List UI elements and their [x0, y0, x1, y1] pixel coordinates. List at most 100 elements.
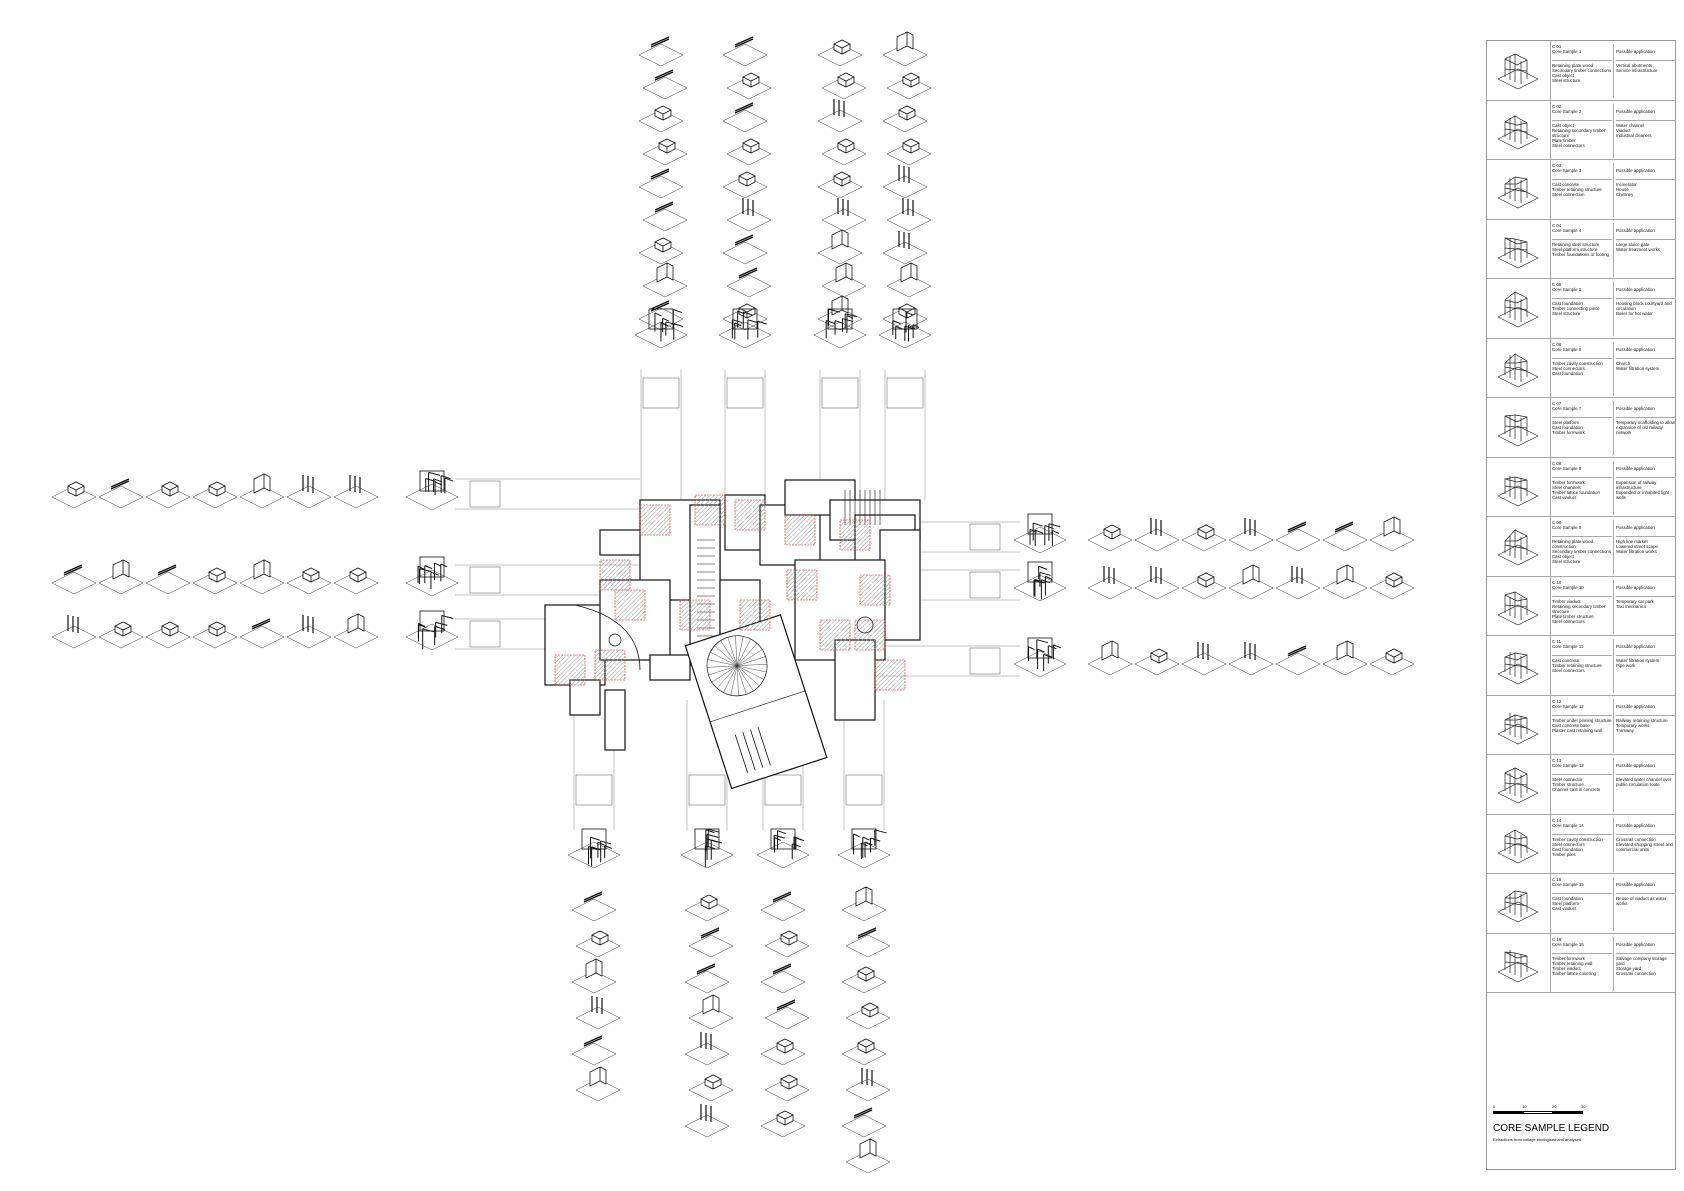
- isometric-component: [845, 1138, 891, 1174]
- base-tile: [821, 208, 867, 232]
- material-item: Timber cavity construction: [1552, 360, 1603, 366]
- base-tile: [98, 485, 144, 509]
- isometric-sample-icon: [1497, 529, 1539, 566]
- application-item: Elevated water channel over public circu…: [1616, 777, 1672, 787]
- application-item: Temporary works: [1616, 722, 1650, 728]
- material-item: Steel connectors: [1552, 668, 1585, 673]
- rotated-drum-building: [684, 614, 828, 790]
- material-item: Timber formwork: [1552, 955, 1585, 961]
- isometric-component: [817, 229, 863, 265]
- material-item: Timber viaduct: [1552, 598, 1581, 604]
- scale-bar: 0 10 20 30: [1493, 1104, 1585, 1118]
- material-item: Timber viaduct: [1552, 965, 1581, 971]
- sample-thumbnail: [1487, 755, 1551, 814]
- base-tile: [722, 241, 768, 265]
- base-tile: [286, 625, 332, 649]
- isometric-component: [726, 198, 772, 232]
- isometric-sample-icon: [1497, 890, 1539, 923]
- core-sample-marker: [679, 599, 711, 631]
- base-tile: [764, 934, 810, 958]
- application-item: Viaduct: [1616, 127, 1631, 133]
- core-sample-marker: [859, 574, 891, 606]
- isometric-component: [845, 1068, 891, 1102]
- base-tile: [145, 625, 191, 649]
- isometric-component: [688, 994, 734, 1030]
- central-site-plan: [544, 479, 921, 790]
- sample-code: C 01: [1552, 44, 1562, 49]
- isometric-component: [821, 262, 867, 298]
- isometric-component: [845, 1002, 891, 1030]
- base-tile: [817, 43, 863, 67]
- isometric-component: [1087, 640, 1133, 676]
- isometric-sample-icon: [1497, 712, 1539, 744]
- base-tile: [722, 109, 768, 133]
- base-tile: [760, 970, 806, 994]
- isometric-component: [571, 891, 617, 922]
- isometric-component: [886, 262, 932, 298]
- isometric-component: [718, 308, 772, 349]
- application-item: House: [1616, 187, 1629, 192]
- base-tile: [726, 208, 772, 232]
- base-tile: [51, 625, 97, 649]
- isometric-component: [817, 39, 863, 67]
- isometric-component: [1087, 566, 1133, 600]
- base-tile: [817, 175, 863, 199]
- base-tile: [841, 1042, 887, 1066]
- application-item: Storage yard: [1616, 965, 1642, 971]
- material-item: Steel connection: [1552, 192, 1585, 197]
- material-item: Steel platform: [1552, 420, 1580, 425]
- isometric-component: [286, 475, 332, 509]
- material-item: Steel platform: [1552, 901, 1580, 906]
- material-item: Steel structure: [1552, 78, 1581, 83]
- isometric-component: [1322, 564, 1368, 600]
- base-tile: [1013, 574, 1067, 602]
- base-tile: [1087, 576, 1133, 600]
- isometric-component: [51, 564, 97, 595]
- material-item: Timber formwork: [1552, 479, 1585, 485]
- sample-code: C 13: [1552, 758, 1562, 763]
- application-item: Railway retaining structure: [1616, 717, 1668, 723]
- isometric-component: [98, 559, 144, 595]
- isometric-component: [642, 201, 688, 232]
- isometric-component: [1228, 518, 1274, 552]
- base-tile: [813, 321, 867, 349]
- building-block: [604, 689, 626, 751]
- material-item: Timber lattice covering: [1552, 970, 1597, 976]
- isometric-component: [1134, 648, 1180, 676]
- building-block: [649, 654, 691, 681]
- core-sample-marker: [874, 659, 906, 691]
- base-tile: [688, 1078, 734, 1102]
- base-tile: [634, 321, 688, 349]
- sample-code: C 05: [1552, 282, 1562, 287]
- sample-thumbnail: [1487, 576, 1551, 635]
- isometric-component: [886, 72, 932, 100]
- isometric-component: [886, 138, 932, 166]
- application-item: Incinerator: [1616, 182, 1637, 187]
- isometric-component: [760, 963, 806, 994]
- legend-title: CORE SAMPLE LEGEND: [1493, 1123, 1610, 1134]
- isometric-sample-icon: [1497, 767, 1539, 804]
- base-tile: [722, 43, 768, 67]
- material-item: Retaining secondary timber structure: [1552, 603, 1606, 614]
- isometric-component: [764, 930, 810, 958]
- isometric-component: [1134, 566, 1180, 600]
- isometric-component: [98, 621, 144, 649]
- sample-thumbnail: [1487, 160, 1551, 219]
- building-block: [569, 679, 601, 716]
- sample-code: C 11: [1552, 639, 1561, 644]
- base-tile: [845, 1006, 891, 1030]
- core-sample-marker: [694, 494, 726, 526]
- application-header: Possible application: [1616, 342, 1676, 359]
- core-sample-marker: [734, 499, 766, 531]
- base-tile: [1087, 528, 1133, 552]
- core-sample-marker: [784, 514, 816, 546]
- application-item: Water treatment works: [1616, 246, 1660, 252]
- section-strip: [845, 774, 883, 806]
- material-item: Cast foundation: [1552, 425, 1583, 430]
- isometric-component: [1181, 572, 1227, 600]
- material-item: Steel structure: [1552, 559, 1581, 564]
- core-sample-marker: [614, 589, 646, 621]
